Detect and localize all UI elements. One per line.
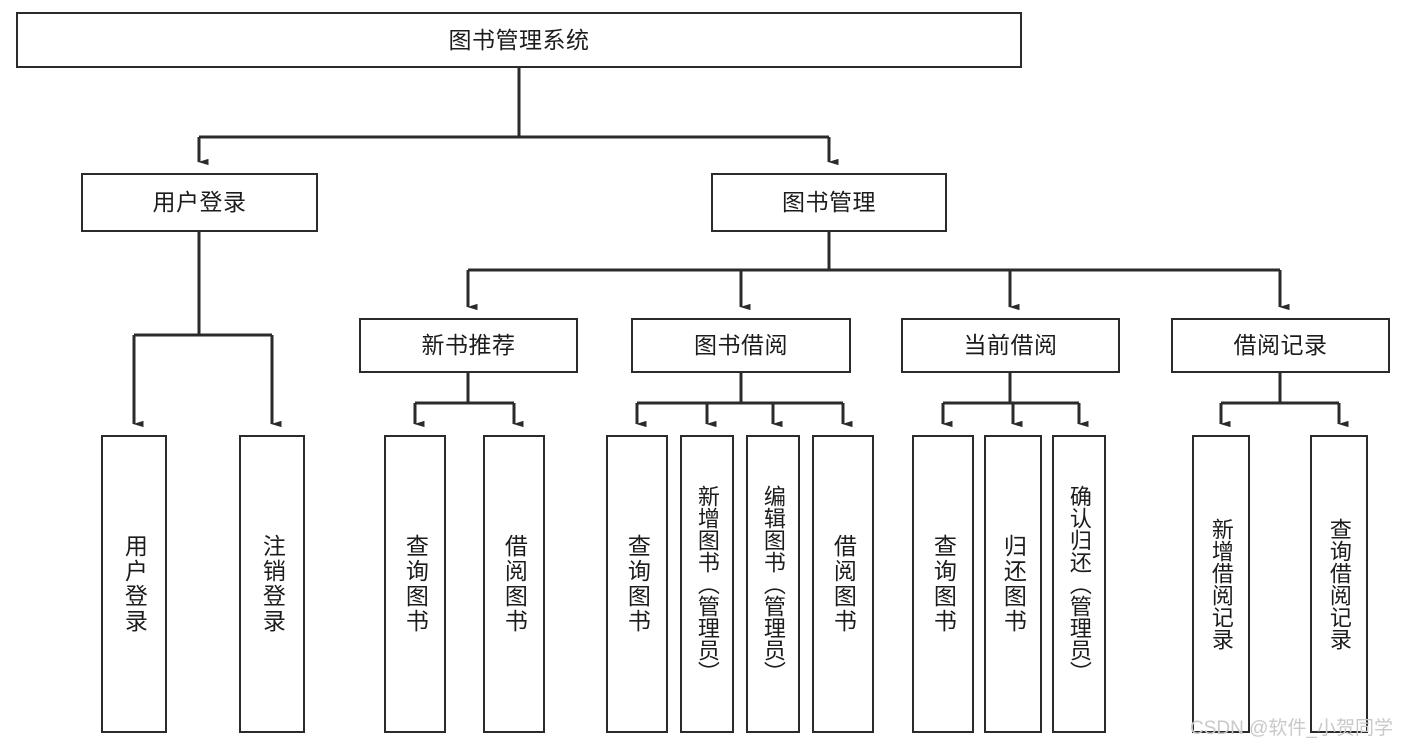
leaf-node-10[interactable]: 确认归还（管理员） (1052, 435, 1106, 733)
node-label: 查询图书 (402, 534, 429, 634)
leaf-node-9[interactable]: 归还图书 (984, 435, 1042, 733)
leaf-node-12[interactable]: 查询借阅记录 (1310, 435, 1368, 733)
node-label: 图书管理系统 (448, 26, 590, 53)
node-label: 新增借阅记录 (1208, 518, 1234, 650)
node-label: 查询图书 (930, 534, 957, 634)
level3-node-0[interactable]: 新书推荐 (359, 318, 578, 373)
leaf-node-2[interactable]: 查询图书 (384, 435, 446, 733)
node-label: 用户登录 (152, 189, 247, 216)
level3-node-3[interactable]: 借阅记录 (1171, 318, 1390, 373)
node-label: 归还图书 (1000, 534, 1027, 634)
node-label: 借阅图书 (501, 534, 528, 634)
node-label: 新书推荐 (421, 332, 516, 359)
leaf-node-1[interactable]: 注销登录 (239, 435, 305, 733)
node-label: 借阅图书 (830, 534, 857, 634)
leaf-node-7[interactable]: 借阅图书 (812, 435, 874, 733)
node-label: 图书借阅 (694, 332, 788, 359)
node-label: 编辑图书（管理员） (760, 485, 786, 683)
level2-node-1[interactable]: 图书管理 (711, 173, 947, 232)
connector-lines (132, 68, 1349, 428)
leaf-node-8[interactable]: 查询图书 (912, 435, 974, 733)
leaf-node-0[interactable]: 用户登录 (101, 435, 167, 733)
node-label: 新增图书（管理员） (694, 485, 720, 683)
leaf-node-5[interactable]: 新增图书（管理员） (680, 435, 734, 733)
root-node[interactable]: 图书管理系统 (16, 12, 1022, 68)
level2-node-0[interactable]: 用户登录 (81, 173, 318, 232)
node-label: 图书管理 (782, 189, 876, 216)
node-label: 查询图书 (624, 534, 651, 634)
leaf-node-4[interactable]: 查询图书 (606, 435, 668, 733)
leaf-node-3[interactable]: 借阅图书 (483, 435, 545, 733)
leaf-node-11[interactable]: 新增借阅记录 (1192, 435, 1250, 733)
node-label: 确认归还（管理员） (1066, 485, 1092, 683)
node-label: 查询借阅记录 (1326, 518, 1352, 650)
node-label: 当前借阅 (963, 332, 1058, 359)
level3-node-2[interactable]: 当前借阅 (901, 318, 1120, 373)
node-label: 借阅记录 (1233, 332, 1328, 359)
node-label: 用户登录 (121, 534, 148, 634)
leaf-node-6[interactable]: 编辑图书（管理员） (746, 435, 800, 733)
node-label: 注销登录 (259, 534, 286, 634)
level3-node-1[interactable]: 图书借阅 (631, 318, 851, 373)
